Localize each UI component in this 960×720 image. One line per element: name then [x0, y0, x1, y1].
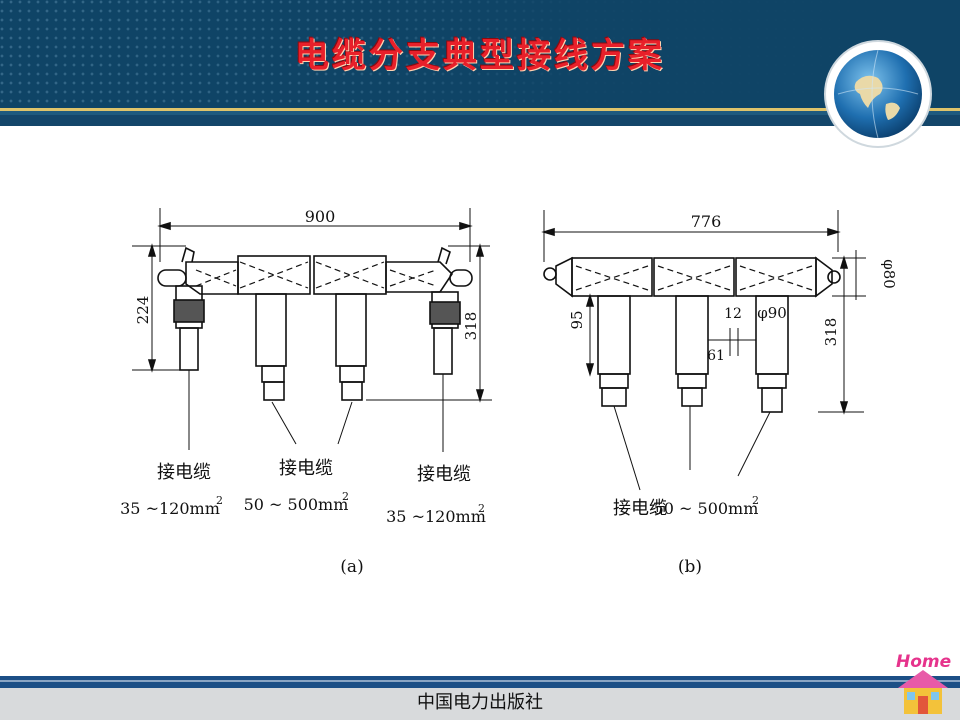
header-stripe: [0, 108, 960, 126]
label-a-right-sup: 2: [478, 502, 485, 515]
label-a-left-name: 接电缆: [157, 462, 211, 483]
label-b-name: 接电缆: [613, 498, 667, 519]
footer-background: [0, 688, 960, 720]
label-a-right-name: 接电缆: [417, 464, 471, 485]
caption-a: (a): [340, 557, 363, 577]
dim-a-right-height: 318: [462, 312, 480, 341]
footer-stripe: [0, 676, 960, 688]
dim-b-diameter-top: φ80: [880, 259, 898, 289]
slide-title: 电缆分支典型接线方案: [295, 36, 665, 76]
dim-b-right-height: 318: [822, 318, 840, 347]
dim-b-left-height: 95: [568, 310, 586, 329]
label-b-sup: 2: [752, 494, 759, 507]
home-label[interactable]: Home: [896, 652, 952, 672]
dim-b-gap2: 61: [707, 348, 725, 364]
caption-b: (b): [678, 557, 702, 577]
dim-b-width: 776: [691, 212, 722, 231]
label-a-left-sup: 2: [216, 494, 223, 507]
home-button[interactable]: [890, 648, 956, 716]
label-a-right-spec: 35 ~120mm: [386, 507, 486, 526]
publisher-label: 中国电力出版社: [417, 692, 543, 713]
dim-a-width: 900: [305, 207, 336, 226]
label-b-spec: 50 ~ 500mm: [654, 499, 759, 518]
house-icon: [898, 670, 948, 714]
dim-b-diameter-body: φ90: [757, 304, 787, 322]
dim-b-gap: 12: [724, 306, 742, 322]
label-a-left-spec: 35 ~120mm: [120, 499, 220, 518]
label-a-mid-name: 接电缆: [279, 458, 333, 479]
header-gradient: [0, 0, 960, 112]
label-a-mid-sup: 2: [342, 490, 349, 503]
dim-a-left-height: 224: [134, 296, 152, 325]
label-a-mid-spec: 50 ~ 500mm: [244, 495, 349, 514]
globe-icon: [826, 42, 930, 146]
